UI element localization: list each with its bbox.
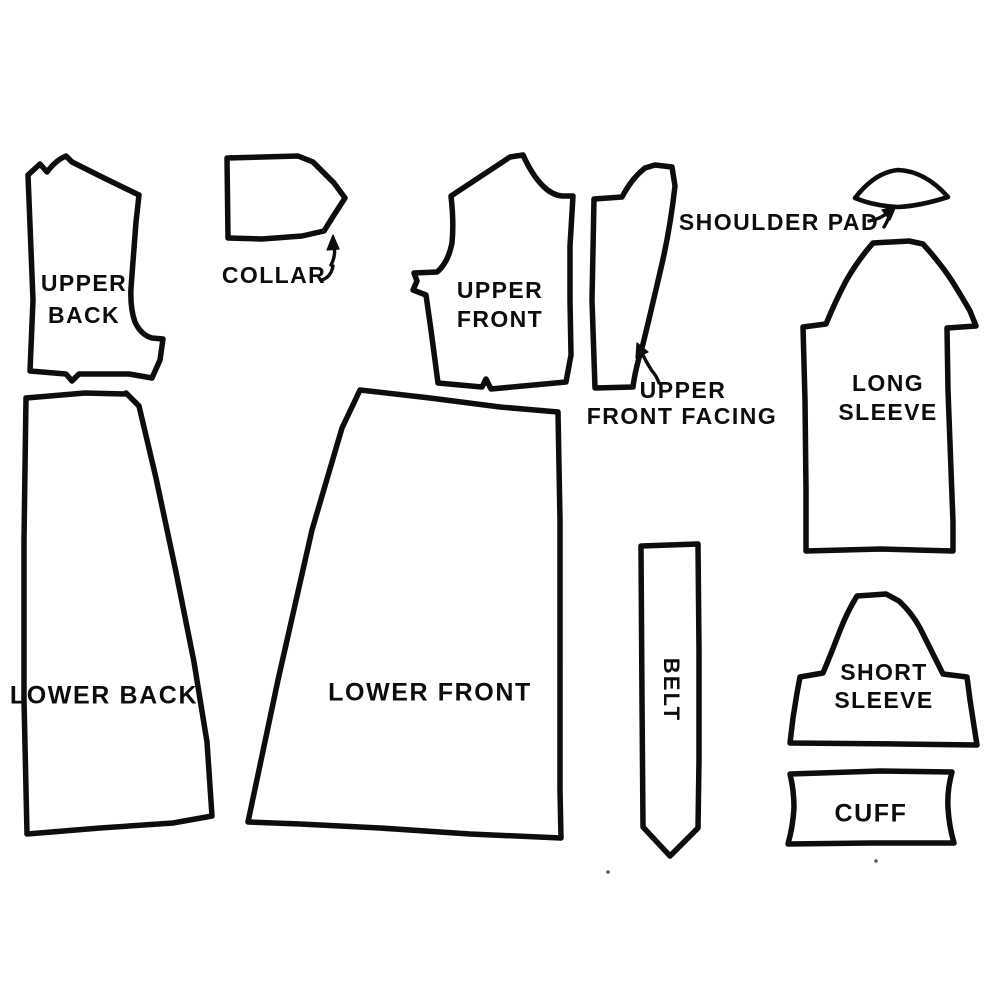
upper-front-facing-outline (589, 162, 678, 391)
lower-front-label: LOWER FRONT (328, 679, 532, 707)
piece-upper-front-facing: UPPER FRONT FACING (587, 162, 778, 429)
collar-leader-tail (320, 264, 335, 282)
shoulder-pad-label: SHOULDER PAD (679, 209, 879, 235)
upper-front-label-line2: FRONT (457, 306, 543, 332)
piece-lower-back: LOWER BACK (10, 390, 215, 837)
belt-outline (638, 541, 702, 859)
short-sleeve-label-line1: SHORT (840, 659, 928, 685)
piece-shoulder-pad: SHOULDER PAD (679, 167, 951, 235)
piece-long-sleeve: LONG SLEEVE (800, 238, 979, 554)
collar-outline (224, 153, 348, 242)
upper-back-label-line1: UPPER (41, 270, 127, 296)
upper-front-label-line1: UPPER (457, 277, 543, 303)
long-sleeve-label-line1: LONG (852, 370, 924, 396)
upper-back-label-line2: BACK (48, 302, 120, 328)
piece-short-sleeve: SHORT SLEEVE (787, 591, 980, 748)
piece-cuff: CUFF (785, 768, 957, 847)
upper-front-facing-label-line1: UPPER (640, 377, 727, 403)
facing-arrow-head (635, 342, 649, 359)
upper-front-outline (410, 152, 576, 392)
facing-leader-tail (651, 370, 661, 385)
piece-lower-front: LOWER FRONT (245, 387, 564, 841)
upper-front-facing-label-line2: FRONT FACING (587, 403, 778, 429)
collar-label: COLLAR (222, 262, 326, 288)
piece-belt: BELT (638, 541, 702, 859)
short-sleeve-label-line2: SLEEVE (834, 687, 933, 713)
shoulder-pad-leader-tail (882, 208, 893, 229)
shoulder-pad-outline (852, 167, 951, 210)
belt-label: BELT (659, 658, 684, 723)
long-sleeve-label-line2: SLEEVE (838, 399, 937, 425)
lower-back-outline (21, 390, 215, 837)
cuff-outline (785, 768, 957, 847)
long-sleeve-outline (800, 238, 979, 554)
lower-back-label: LOWER BACK (10, 682, 198, 710)
scan-speck-right (874, 859, 878, 863)
piece-upper-back: UPPER BACK (25, 153, 166, 384)
short-sleeve-outline (787, 591, 980, 748)
piece-upper-front: UPPER FRONT (410, 152, 576, 392)
lower-front-outline (245, 387, 564, 841)
cuff-label: CUFF (834, 800, 907, 828)
scan-speck-left (606, 870, 610, 874)
upper-back-outline (25, 153, 166, 384)
collar-arrow-head (326, 234, 340, 251)
piece-collar: COLLAR (222, 153, 348, 288)
